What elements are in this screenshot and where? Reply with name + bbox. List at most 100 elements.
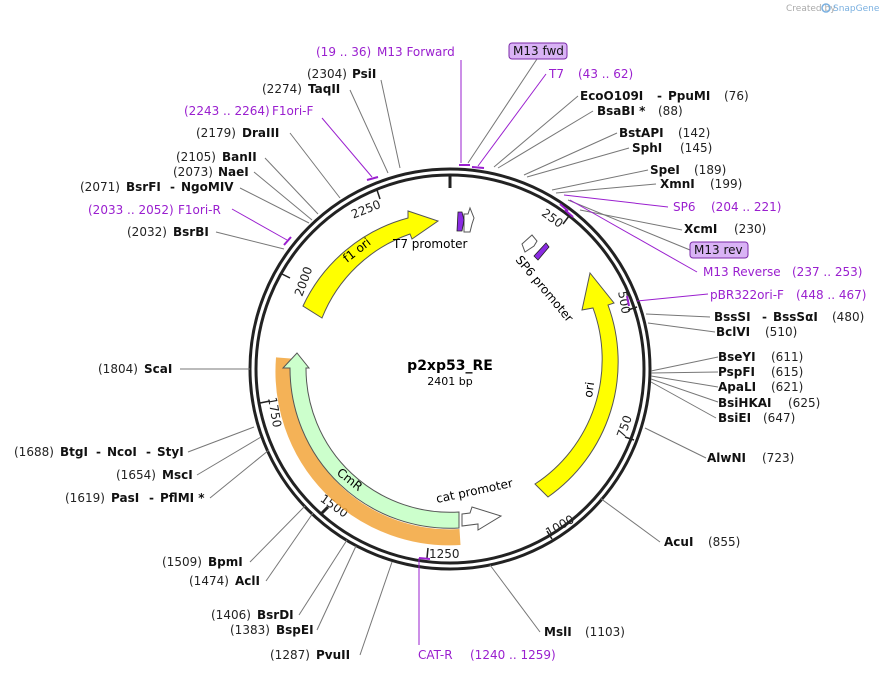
primer-label-m13-reverse: M13 Reverse: [703, 265, 781, 279]
credit-text: Created by: [786, 4, 836, 14]
site-pspfi: PspFI: [718, 365, 755, 379]
t7-promoter-arrow: [463, 206, 475, 233]
svg-text:(142): (142): [678, 126, 710, 140]
site-msci: MscI: [162, 468, 193, 482]
primer-label-cat-r: CAT-R: [418, 648, 453, 662]
primer-label-m13-rev: M13 rev: [694, 243, 743, 257]
primer-label-m13-forward: M13 Forward: [377, 45, 455, 59]
site-xcmi: XcmI: [684, 222, 717, 236]
feature-label-sp6-promoter: SP6 promoter: [513, 253, 576, 325]
site-bsrbi: BsrBI: [173, 225, 209, 239]
svg-text:(230): (230): [734, 222, 766, 236]
primer-label-f1ori-f: F1ori-F: [272, 104, 313, 118]
svg-text:-: -: [762, 310, 767, 324]
primer-leaders: [231, 58, 709, 645]
svg-text:(621): (621): [771, 380, 803, 394]
svg-text:-: -: [657, 89, 662, 103]
primer-box-m13-fwd: [508, 42, 568, 60]
primer-label-t7: T7: [548, 67, 564, 81]
svg-text:(76): (76): [724, 89, 749, 103]
site-bseyi: BseYI: [718, 350, 756, 364]
primer-range-f1ori-r: (2033 .. 2052): [88, 203, 174, 217]
site-draiii: DraIII: [242, 126, 279, 140]
site-pasi: PasI: [111, 491, 139, 505]
svg-text:(145): (145): [680, 141, 712, 155]
site-bpmi: BpmI: [208, 555, 243, 569]
svg-text:(723): (723): [762, 451, 794, 465]
tick-250: 250: [539, 206, 570, 231]
site-ncoi: NcoI: [107, 445, 137, 459]
svg-text:(2073): (2073): [173, 165, 213, 179]
svg-text:(2274): (2274): [262, 82, 302, 96]
svg-text:(2071): (2071): [80, 180, 120, 194]
site-btgi: BtgI: [60, 445, 88, 459]
svg-text:(189): (189): [694, 163, 726, 177]
site-pvuii: PvuII: [316, 648, 350, 662]
primer-label-pbr322ori-f: pBR322ori-F: [710, 288, 784, 302]
primer-label-f1ori-r: F1ori-R: [178, 203, 221, 217]
snapgene-logo-icon: [821, 3, 831, 13]
svg-text:(199): (199): [710, 177, 742, 191]
sp6-promoter-arrow: [521, 234, 538, 253]
site-psii: PsiI: [352, 67, 376, 81]
ori-arrow: [534, 271, 619, 498]
enzyme-leaders: [180, 79, 719, 656]
svg-text:(1287): (1287): [270, 648, 310, 662]
site-naei: NaeI: [218, 165, 249, 179]
svg-text:(2032): (2032): [127, 225, 167, 239]
site-spei: SpeI: [650, 163, 680, 177]
svg-text:(615): (615): [771, 365, 803, 379]
site-bstapi: BstAPI: [619, 126, 664, 140]
svg-text:(611): (611): [771, 350, 803, 364]
site-acui: AcuI: [664, 535, 693, 549]
cmr-highlight: [275, 357, 461, 546]
sp6-purple-marker: [533, 242, 550, 261]
svg-text:-: -: [170, 180, 175, 194]
site-ngomiv: NgoMIV: [181, 180, 234, 194]
site-bsabi: BsaBI *: [597, 104, 646, 118]
cmr-arrow: [281, 352, 460, 529]
site-bclvi: BclVI: [716, 325, 750, 339]
svg-text:-: -: [146, 445, 151, 459]
primer-range-m13-reverse: (237 .. 253): [792, 265, 862, 279]
site-bsiei: BsiEI: [718, 411, 751, 425]
primer-label-m13-fwd: M13 fwd: [513, 44, 564, 58]
svg-text:-: -: [96, 445, 101, 459]
primer-labels: (19 .. 36) M13 Forward M13 fwd T7 (43 ..…: [88, 42, 866, 662]
svg-text:(1804): (1804): [98, 362, 138, 376]
site-banii: BanII: [222, 150, 257, 164]
primer-box-m13-rev: [689, 241, 749, 259]
primer-range-t7: (43 .. 62): [578, 67, 633, 81]
feature-label-ori: ori: [581, 381, 597, 398]
svg-text:(625): (625): [788, 396, 820, 410]
svg-text:(480): (480): [832, 310, 864, 324]
site-msli: MslI: [544, 625, 572, 639]
svg-text:(2105): (2105): [176, 150, 216, 164]
cat-promoter-arrow: [461, 506, 503, 531]
site-acli: AclI: [235, 574, 260, 588]
site-scai: ScaI: [144, 362, 172, 376]
site-taqii: TaqII: [308, 82, 340, 96]
svg-text:(855): (855): [708, 535, 740, 549]
site-xmni: XmnI: [660, 177, 695, 191]
site-bsssi: BssSI: [714, 310, 751, 324]
f1ori-arrow: [302, 210, 440, 319]
svg-text:(88): (88): [658, 104, 683, 118]
t7-purple-marker: [456, 211, 465, 232]
svg-text:(1474): (1474): [189, 574, 229, 588]
enzyme-labels-left: (2304) PsiI (2274) TaqII (2179) DraIII (…: [14, 67, 376, 662]
svg-text:(1619): (1619): [65, 491, 105, 505]
svg-text:(1654): (1654): [116, 468, 156, 482]
site-apali: ApaLI: [718, 380, 756, 394]
site-ppumi: PpuMI: [668, 89, 710, 103]
plasmid-name: p2xp53_RE: [407, 358, 493, 374]
svg-text:(1383): (1383): [230, 623, 270, 637]
site-bspei: BspEI: [276, 623, 314, 637]
site-ecoo109i: EcoO109I: [580, 89, 643, 103]
site-styi: StyI: [157, 445, 184, 459]
site-alwni: AlwNI: [707, 451, 746, 465]
svg-text:(647): (647): [763, 411, 795, 425]
svg-text:(2179): (2179): [196, 126, 236, 140]
svg-text:(2304): (2304): [307, 67, 347, 81]
